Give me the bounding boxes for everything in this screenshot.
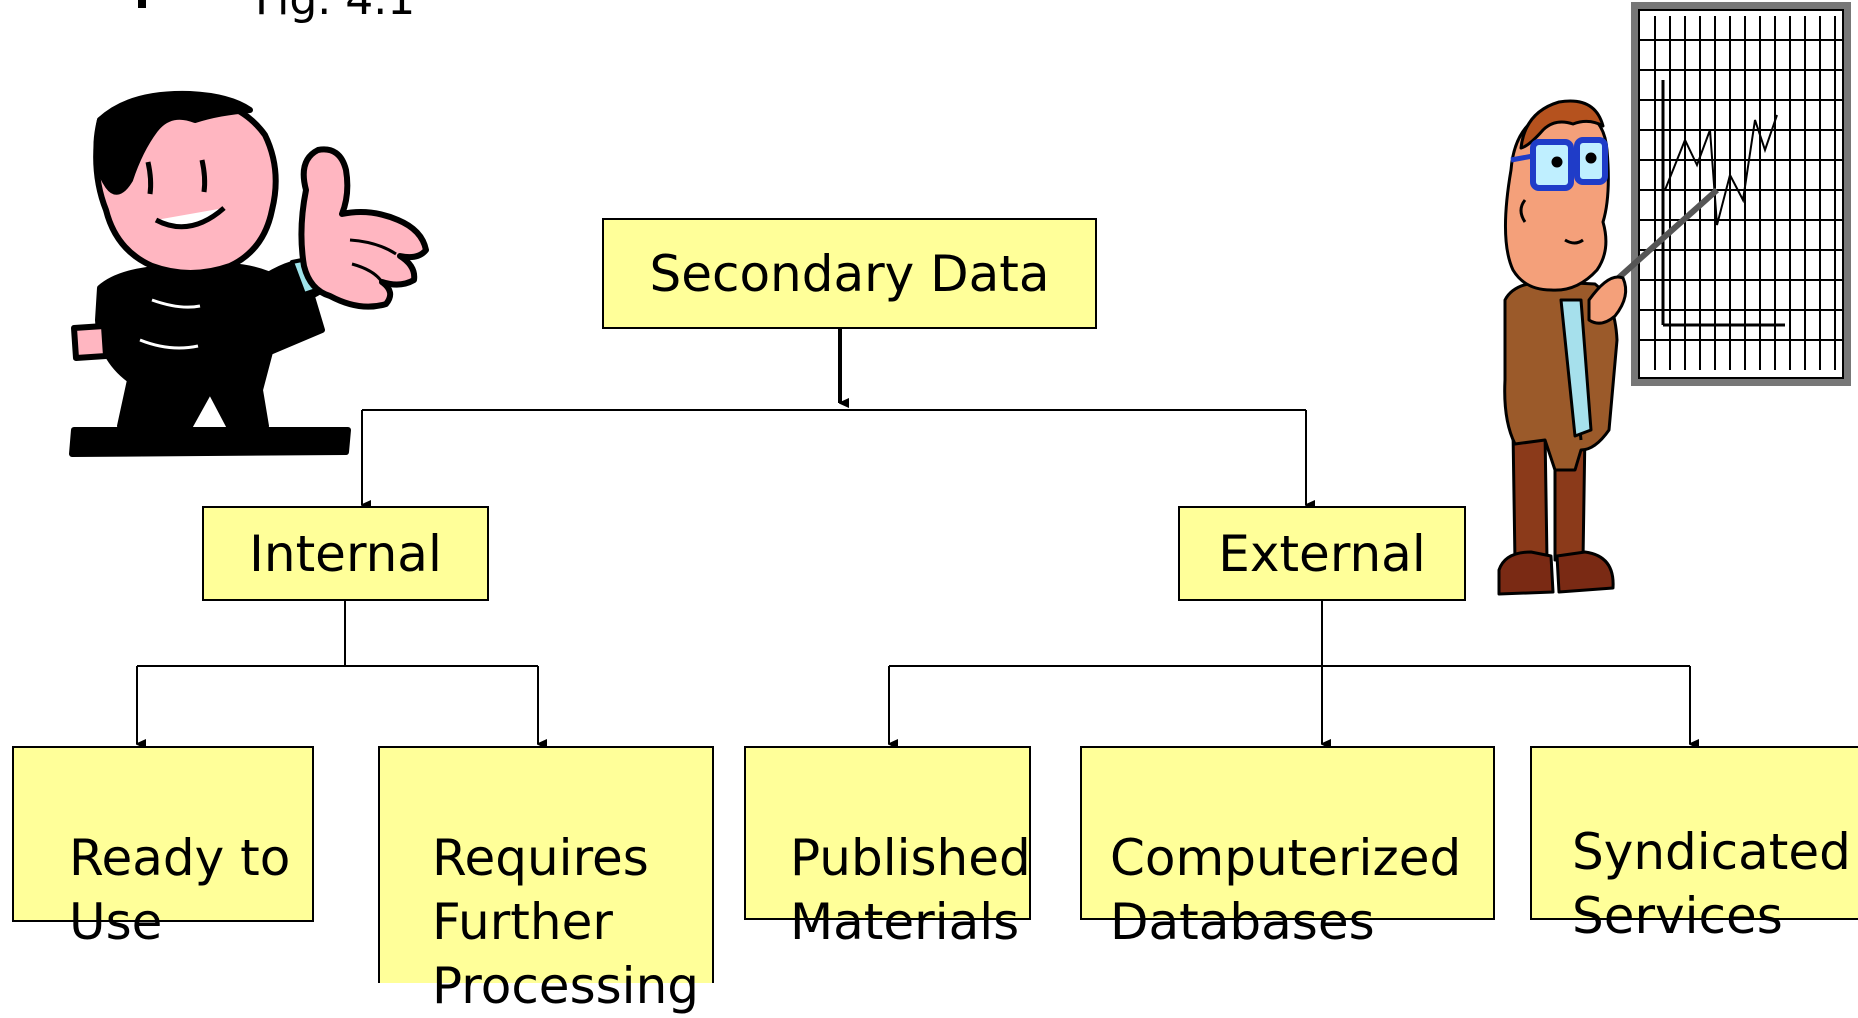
chart-grid — [1639, 16, 1843, 370]
node-label: External — [1218, 524, 1426, 583]
node-label: Internal — [249, 524, 442, 583]
node-label: Ready to Use — [69, 829, 291, 951]
figure-label: Fig. 4.1 — [255, 0, 415, 25]
bullet-marker — [138, 0, 146, 8]
node-label: Computerized Databases — [1110, 829, 1462, 951]
node-external: External — [1178, 506, 1466, 601]
diagram-canvas: Fig. 4.1 Secondary Data — [12, 0, 1858, 1015]
node-requires-further-processing: Requires Further Processing — [378, 746, 714, 1015]
node-published-materials: Published Materials — [744, 746, 1031, 951]
node-ready-to-use: Ready to Use — [12, 746, 314, 951]
thumbs-up-businessman-icon — [69, 90, 429, 457]
node-secondary-data: Secondary Data — [602, 218, 1097, 329]
node-label: Requires Further Processing — [432, 829, 699, 1015]
node-label: Secondary Data — [649, 244, 1050, 303]
node-label: Syndicated Services — [1572, 823, 1851, 945]
connector-lines — [136, 328, 1858, 983]
node-internal: Internal — [202, 506, 489, 601]
node-computerized-databases: Computerized Databases — [1080, 746, 1495, 951]
presenter-with-chart-icon — [1497, 2, 1851, 596]
node-syndicated-services: Syndicated Services — [1530, 746, 1858, 945]
node-label: Published Materials — [790, 829, 1031, 951]
